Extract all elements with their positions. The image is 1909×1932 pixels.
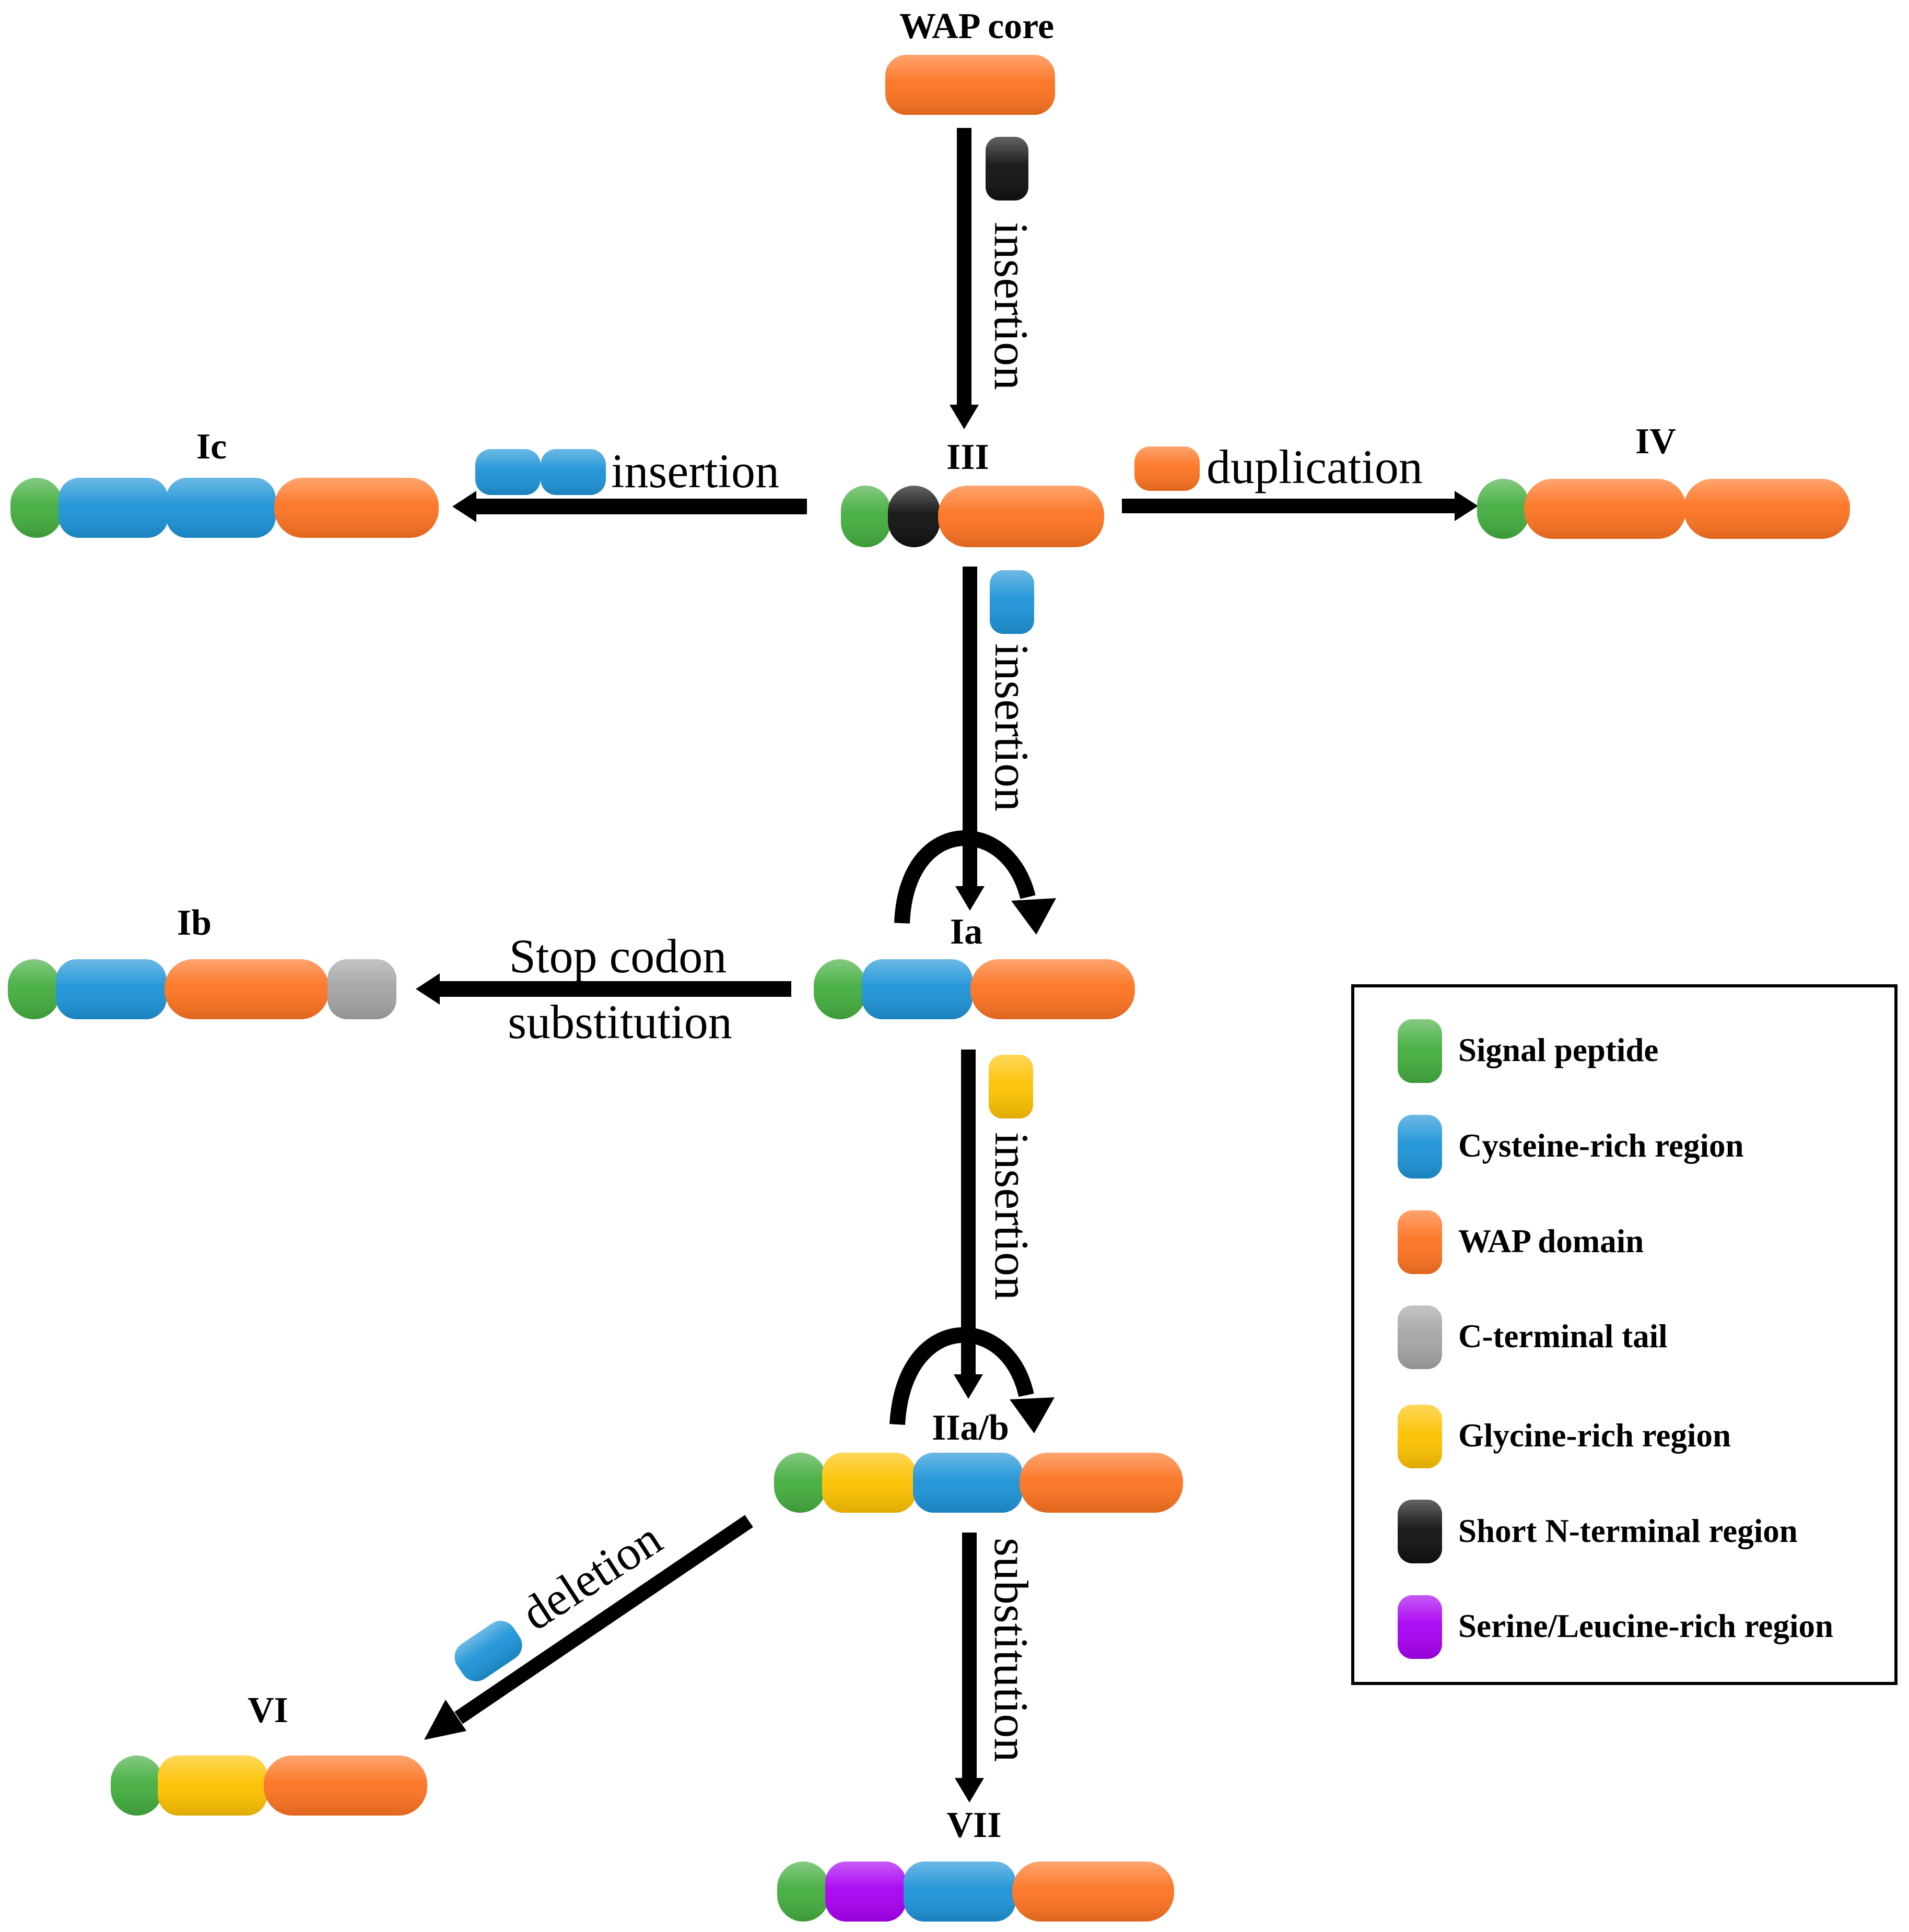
- edge-label-Ia-to-Ib-line1: Stop codon: [509, 929, 727, 983]
- legend: Signal peptide Cysteine-rich region WAP …: [1351, 984, 1898, 1685]
- legend-swatch: [1398, 1305, 1442, 1369]
- glycine-rich-segment: [822, 1453, 916, 1513]
- edge-label-core-to-III: insertion: [985, 222, 1038, 390]
- arrow-IIab-to-VII: [955, 1533, 984, 1803]
- wap-domain-segment: [1524, 479, 1686, 539]
- protein-Ia: [814, 959, 1135, 1019]
- signal-peptide-segment: [1477, 479, 1529, 539]
- legend-swatch: [1398, 1405, 1442, 1468]
- serine-leucine-rich-segment: [825, 1862, 906, 1922]
- signal-peptide-segment: [841, 486, 891, 547]
- arrow-III-to-IV: [1122, 491, 1478, 521]
- wap-core-protein: [885, 55, 1055, 115]
- wap-domain-segment: [1020, 1453, 1183, 1513]
- glycine-rich-segment: [158, 1756, 267, 1816]
- cysteine-rich-segment: [56, 959, 167, 1019]
- legend-swatch: [1398, 1210, 1442, 1274]
- wap-domain-segment: [1012, 1862, 1174, 1922]
- wap-domain-segment: [165, 959, 329, 1019]
- edge-label-IIab-to-VII: substitution: [985, 1538, 1038, 1762]
- edge-label-III-to-IV: duplication: [1207, 440, 1423, 493]
- cysteine-insert-icon: [990, 570, 1034, 634]
- node-label-III: III: [946, 437, 989, 477]
- legend-item-wap-domain: WAP domain: [1398, 1210, 1644, 1274]
- short-n-terminal-insert-icon: [986, 137, 1028, 201]
- signal-peptide-segment: [10, 478, 63, 538]
- protein-VII: [777, 1862, 1174, 1922]
- legend-item-signal-peptide: Signal peptide: [1398, 1019, 1658, 1083]
- arrow-Ia-to-IIab: [954, 1050, 983, 1399]
- node-label-VI: VI: [248, 1690, 288, 1730]
- arrow-IIab-to-VI: [424, 1515, 753, 1740]
- wap-domain-segment: [970, 959, 1135, 1019]
- edge-label-Ia-to-IIab: insertion: [985, 1132, 1038, 1300]
- wap-domain-segment: [274, 478, 439, 538]
- edge-label-Ia-to-Ib-line2: substitution: [508, 995, 732, 1049]
- curved-arrow-Ia: [894, 830, 1056, 935]
- legend-item-c-terminal-tail: C-terminal tail: [1398, 1305, 1668, 1369]
- legend-item-cysteine-rich: Cysteine-rich region: [1398, 1115, 1743, 1179]
- cysteine-insert-icon: [541, 449, 606, 495]
- cysteine-rich-segment: [904, 1862, 1016, 1922]
- signal-peptide-segment: [8, 959, 60, 1019]
- edge-label-III-to-Ic: insertion: [611, 444, 779, 498]
- arrow-III-to-Ia: [955, 567, 985, 911]
- legend-label: Short N-terminal region: [1458, 1513, 1798, 1549]
- legend-label: C-terminal tail: [1458, 1318, 1668, 1354]
- cysteine-rich-segment: [166, 478, 276, 538]
- protein-III: [841, 486, 1104, 547]
- edge-label-III-to-Ia: insertion: [985, 643, 1038, 811]
- protein-IV: [1477, 479, 1850, 539]
- node-labels: WAP core III Ic IV Ia Ib IIa/b VI VII: [177, 6, 1676, 1845]
- legend-label: Cysteine-rich region: [1458, 1127, 1743, 1164]
- node-label-VII: VII: [946, 1805, 1001, 1845]
- node-label-IV: IV: [1635, 421, 1676, 462]
- wap-duplication-icon: [1134, 446, 1200, 491]
- signal-peptide-segment: [774, 1453, 826, 1513]
- node-label-Ib: Ib: [177, 903, 212, 943]
- legend-box: [1351, 984, 1898, 1685]
- node-label-IIab: IIa/b: [932, 1408, 1009, 1448]
- wap-core-label: WAP core: [899, 6, 1054, 46]
- legend-swatch: [1398, 1500, 1442, 1563]
- legend-label: Serine/Leucine-rich region: [1458, 1608, 1833, 1644]
- legend-item-short-n-terminal: Short N-terminal region: [1398, 1500, 1798, 1563]
- arrow-core-to-III: [950, 128, 979, 429]
- arrow-III-to-Ic: [452, 491, 807, 522]
- arrow-Ia-to-Ib: [416, 973, 791, 1005]
- node-label-Ic: Ic: [196, 427, 227, 467]
- wap-domain-segment: [938, 486, 1104, 547]
- legend-label: WAP domain: [1458, 1223, 1644, 1259]
- protein-VI: [111, 1756, 427, 1816]
- protein-IIab: [774, 1453, 1183, 1513]
- wap-domain-segment: [264, 1756, 427, 1816]
- signal-peptide-segment: [814, 959, 866, 1019]
- legend-item-glycine-rich: Glycine-rich region: [1398, 1405, 1731, 1468]
- protein-Ib: [8, 959, 396, 1019]
- wap-domain-segment: [1684, 479, 1850, 539]
- legend-swatch: [1398, 1019, 1442, 1083]
- legend-items: Signal peptide Cysteine-rich region WAP …: [1398, 1019, 1833, 1659]
- legend-label: Glycine-rich region: [1458, 1417, 1731, 1454]
- cysteine-rich-segment: [913, 1453, 1023, 1513]
- node-label-Ia: Ia: [950, 912, 982, 952]
- arrows: [416, 128, 1478, 1803]
- signal-peptide-segment: [111, 1756, 163, 1816]
- legend-item-serine-leucine-rich: Serine/Leucine-rich region: [1398, 1595, 1833, 1659]
- cysteine-insert-icon: [475, 449, 541, 495]
- short-n-terminal-segment: [888, 486, 940, 547]
- legend-label: Signal peptide: [1458, 1032, 1658, 1068]
- legend-swatch: [1398, 1115, 1442, 1179]
- wap-domain-segment: [885, 55, 1055, 115]
- glycine-insert-icon: [989, 1055, 1033, 1118]
- cysteine-rich-segment: [58, 478, 168, 538]
- protein-Ic: [10, 478, 439, 538]
- signal-peptide-segment: [777, 1862, 829, 1922]
- curved-arrow-IIab: [889, 1327, 1055, 1433]
- c-terminal-tail-segment: [327, 959, 396, 1019]
- cysteine-rich-segment: [862, 959, 973, 1019]
- legend-swatch: [1398, 1595, 1442, 1659]
